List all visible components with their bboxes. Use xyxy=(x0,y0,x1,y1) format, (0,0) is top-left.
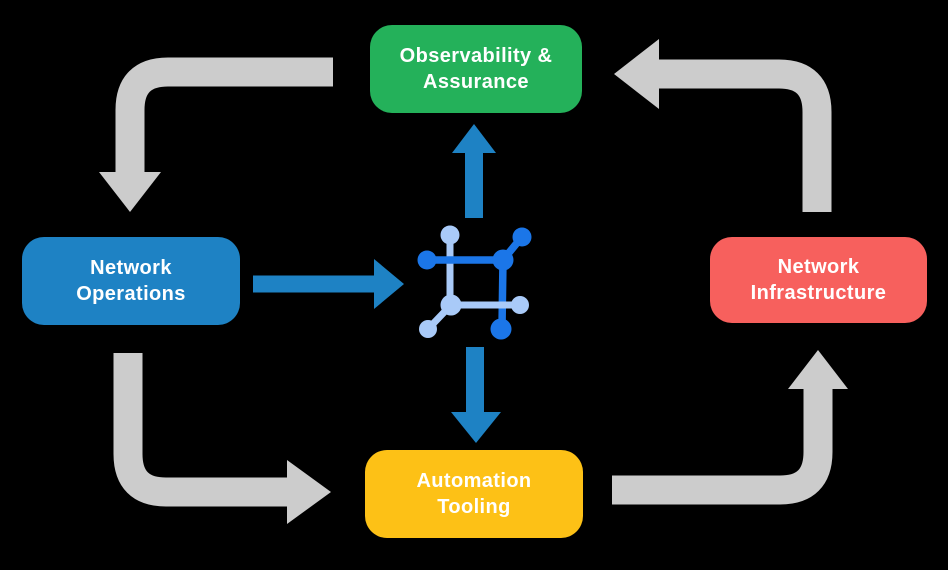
arrow-head-right xyxy=(287,460,331,524)
node-network-operations: Network Operations xyxy=(22,237,240,325)
node-label-line: Automation xyxy=(416,469,532,492)
arrow-head-right xyxy=(374,259,404,309)
arrow-observability-to-operations xyxy=(99,57,333,212)
arrow-operations-to-hub xyxy=(253,259,404,309)
node-observability-assurance: Observability & Assurance xyxy=(370,25,582,113)
arrow-hub-to-observability xyxy=(452,124,496,218)
node-label-line: Operations xyxy=(76,283,186,305)
network-mesh-icon xyxy=(417,225,532,340)
node-label-line: Observability & xyxy=(399,44,553,67)
node-label-line: Infrastructure xyxy=(750,282,887,304)
arrow-operations-to-tooling xyxy=(113,353,331,524)
node-network-infrastructure: Network Infrastructure xyxy=(710,237,927,323)
arrow-infrastructure-to-observability xyxy=(614,39,832,212)
arrow-hub-to-tooling xyxy=(451,347,501,443)
arrow-shaft xyxy=(612,387,833,505)
node-label-line: Network xyxy=(777,255,860,278)
arrow-head-down xyxy=(451,412,501,443)
arrow-head-down xyxy=(99,172,161,212)
arrow-tooling-to-infrastructure xyxy=(612,350,848,505)
arrow-shaft xyxy=(657,59,832,212)
arrow-head-up xyxy=(788,350,848,389)
icon-nodes-light xyxy=(419,225,529,338)
icon-nodes-dark xyxy=(417,227,532,340)
arrow-head-up xyxy=(452,124,496,153)
arrow-head-left xyxy=(614,39,659,109)
node-label-line: Tooling xyxy=(437,496,511,518)
node-label-line: Assurance xyxy=(423,71,529,93)
arrow-shaft xyxy=(113,353,289,507)
node-label-line: Network xyxy=(90,256,172,279)
node-automation-tooling: Automation Tooling xyxy=(365,450,583,538)
arrow-shaft xyxy=(115,57,333,174)
